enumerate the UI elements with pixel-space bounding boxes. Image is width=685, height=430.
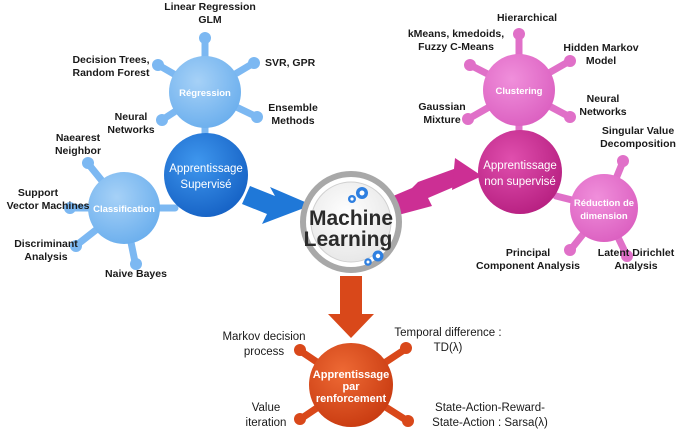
dimred-label-line1: Réduction de: [574, 198, 634, 209]
leaf-process: process: [244, 346, 285, 358]
leaf-value: Value: [252, 402, 281, 414]
arrow-to-supervised: [242, 186, 312, 224]
leaf-mixture: Mixture: [423, 114, 461, 126]
leaf-markov-decision: Markov decision: [222, 331, 305, 343]
leaf-random-forest: Random Forest: [72, 67, 150, 79]
leaf-analysis-da: Analysis: [24, 251, 67, 263]
leaf-analysis-lda: Analysis: [614, 260, 657, 272]
leaf-temporal-difference: Temporal difference :: [394, 327, 501, 339]
reinforcement-label-line3: renforcement: [316, 393, 387, 405]
classification-node: [88, 172, 160, 244]
clustering-spoke-tips: [462, 28, 576, 125]
leaf-principal: Principal: [506, 247, 550, 259]
leaf-fuzzy: Fuzzy C-Means: [418, 41, 494, 53]
leaf-sarsa-2: State-Action : Sarsa(λ): [432, 417, 548, 429]
gears-icon-bottom: [364, 250, 384, 266]
leaf-sarsa-1: State-Action-Reward-: [435, 402, 545, 414]
supervised-label-line2: Supervisé: [180, 179, 231, 191]
leaf-iteration: iteration: [246, 417, 287, 429]
reinforcement-hub: [309, 343, 393, 427]
leaf-gaussian: Gaussian: [418, 101, 465, 113]
reinforcement-label-line2: par: [342, 381, 360, 393]
clustering-label: Clustering: [496, 86, 543, 97]
leaf-neighbor: Neighbor: [55, 145, 101, 157]
unsupervised-label-line2: non supervisé: [484, 176, 556, 188]
supervised-hub: [164, 133, 248, 217]
leaf-svr-gpr: SVR, GPR: [265, 57, 316, 69]
leaf-component-analysis: Component Analysis: [476, 260, 580, 272]
classification-spoke-tips: [64, 157, 142, 270]
leaf-naive-bayes: Naive Bayes: [105, 268, 167, 280]
center-label-line2: Learning: [304, 228, 393, 251]
center-node: [300, 171, 402, 273]
center-label-line1: Machine: [309, 207, 393, 230]
leaf-neural-sup: Neural: [115, 111, 148, 123]
leaf-networks-unsup: Networks: [579, 106, 626, 118]
unsupervised-label-line1: Apprentissage: [483, 160, 557, 172]
gears-icon: [348, 187, 368, 203]
leaf-hierarchical: Hierarchical: [497, 12, 557, 24]
leaf-methods: Methods: [271, 115, 314, 127]
reinforcement-spoke-tips: [294, 342, 414, 427]
regression-spoke-tips: [152, 32, 263, 126]
clustering-node: [483, 54, 555, 126]
leaf-decomposition: Decomposition: [600, 138, 676, 150]
classification-label: Classification: [93, 204, 155, 215]
dimred-spoke-tips: [564, 155, 633, 262]
supervised-label-line1: Apprentissage: [169, 163, 243, 175]
leaf-singular-value: Singular Value: [602, 125, 675, 137]
dimred-label-line2: dimension: [580, 211, 628, 222]
leaf-ensemble: Ensemble: [268, 102, 318, 114]
leaf-linear-regression: Linear Regression: [164, 1, 256, 13]
leaf-kmeans: kMeans, kmedoids,: [408, 28, 504, 40]
leaf-vector-machines: Vector Machines: [7, 200, 90, 212]
leaf-support: Support: [18, 187, 59, 199]
leaf-nearest: Naearest: [56, 132, 101, 144]
leaf-hidden-markov: Hidden Markov: [563, 42, 638, 54]
leaf-neural-unsup: Neural: [587, 93, 620, 105]
unsupervised-hub: [478, 130, 562, 214]
leaf-decision-trees: Decision Trees,: [72, 54, 149, 66]
leaf-discriminant: Discriminant: [14, 238, 78, 250]
regression-node: [169, 56, 241, 128]
dimred-node: [570, 174, 638, 242]
regression-label: Régression: [179, 88, 231, 99]
leaf-glm: GLM: [198, 14, 222, 26]
leaf-networks-sup: Networks: [107, 124, 154, 136]
leaf-td-lambda: TD(λ): [434, 342, 463, 354]
reinforcement-label-line1: Apprentissage: [313, 369, 389, 381]
leaf-latent-dirichlet: Latent Dirichlet: [598, 247, 675, 259]
arrow-to-reinforcement: [328, 276, 374, 338]
leaf-model: Model: [586, 55, 616, 67]
